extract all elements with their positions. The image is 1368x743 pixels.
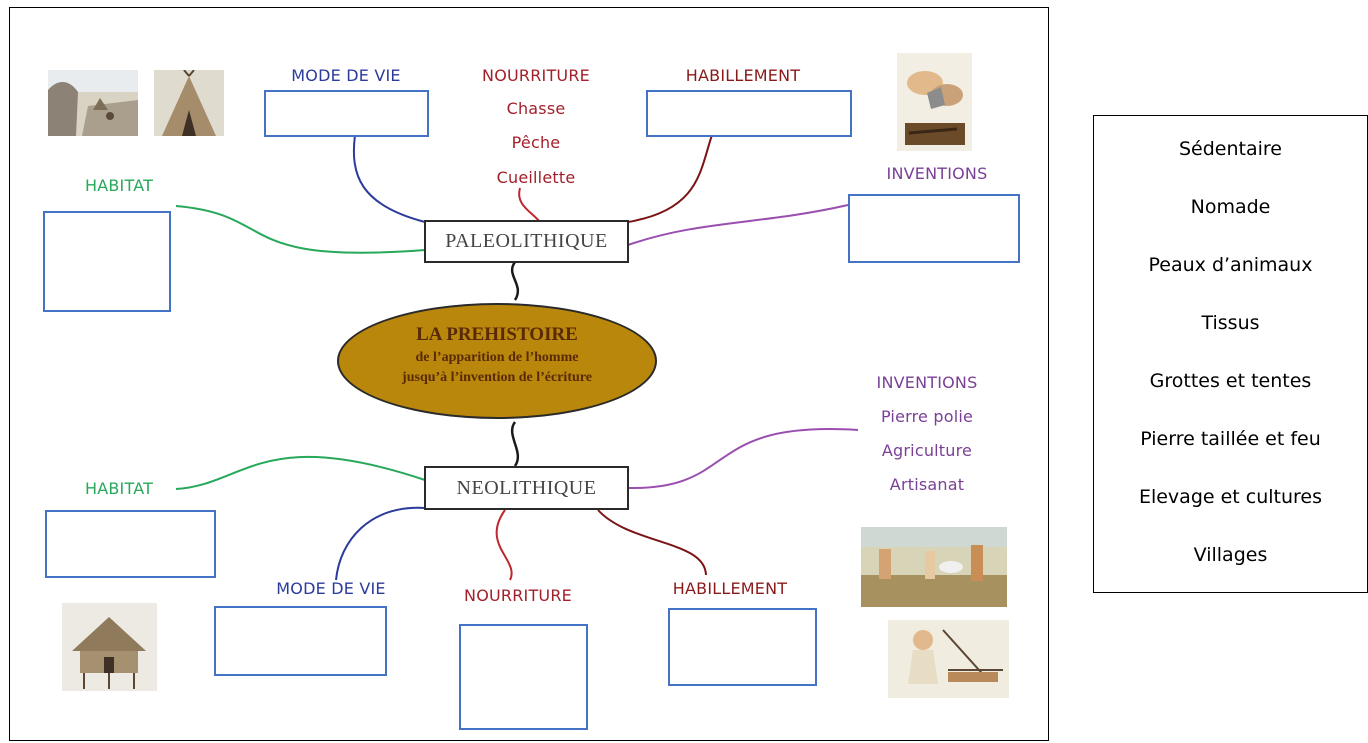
worksheet-frame bbox=[9, 7, 1049, 741]
prehistoire-center-node: LA PREHISTOIRE de l’apparition de l’homm… bbox=[337, 303, 657, 419]
neo-habitat-label: HABITAT bbox=[85, 479, 154, 498]
word-bank-item[interactable]: Sédentaire bbox=[1179, 138, 1282, 160]
paleo-habitat-label: HABITAT bbox=[85, 176, 154, 195]
paleo-habitat-answer-box[interactable] bbox=[43, 211, 171, 312]
word-bank-item[interactable]: Peaux d’animaux bbox=[1148, 254, 1313, 276]
cave-scene-illustration bbox=[48, 70, 138, 136]
paleo-habillement-label: HABILLEMENT bbox=[685, 66, 801, 85]
paleolithique-node: PALEOLITHIQUE bbox=[424, 220, 629, 263]
word-bank-item[interactable]: Villages bbox=[1193, 544, 1268, 566]
word-bank-item[interactable]: Grottes et tentes bbox=[1149, 370, 1312, 392]
paleo-mode-de-vie-label: MODE DE VIE bbox=[291, 66, 401, 85]
neo-mode-de-vie-answer-box[interactable] bbox=[214, 606, 387, 676]
neo-inventions-item: Agriculture bbox=[881, 441, 973, 460]
paleo-habillement-answer-box[interactable] bbox=[646, 90, 852, 137]
paleo-inventions-label: INVENTIONS bbox=[886, 164, 988, 183]
neo-habillement-answer-box[interactable] bbox=[668, 608, 817, 686]
stilt-house-illustration bbox=[62, 603, 157, 691]
word-bank-item[interactable]: Tissus bbox=[1201, 312, 1260, 334]
neo-nourriture-answer-box[interactable] bbox=[459, 624, 588, 730]
center-title: LA PREHISTOIRE bbox=[416, 324, 578, 345]
neo-mode-de-vie-label: MODE DE VIE bbox=[276, 579, 386, 598]
center-subtitle-line2: jusqu’à l’invention de l’écriture bbox=[402, 370, 592, 385]
paleo-nourriture-item: Chasse bbox=[506, 99, 566, 118]
neo-inventions-item: Pierre polie bbox=[880, 407, 974, 426]
paleo-nourriture-item: Cueillette bbox=[496, 168, 576, 187]
word-bank: Sédentaire Nomade Peaux d’animaux Tissus… bbox=[1093, 115, 1368, 593]
paleo-inventions-answer-box[interactable] bbox=[848, 194, 1020, 263]
word-bank-item[interactable]: Nomade bbox=[1190, 196, 1271, 218]
center-subtitle-line1: de l’apparition de l’homme bbox=[415, 350, 579, 365]
paleo-nourriture-item: Pêche bbox=[511, 133, 561, 152]
hands-flint-illustration bbox=[897, 53, 972, 151]
neo-habillement-label: HABILLEMENT bbox=[672, 579, 788, 598]
neo-nourriture-label: NOURRITURE bbox=[464, 586, 572, 605]
word-bank-item[interactable]: Pierre taillée et feu bbox=[1140, 428, 1321, 450]
paleo-mode-de-vie-answer-box[interactable] bbox=[264, 90, 429, 137]
weaving-loom-illustration bbox=[888, 620, 1009, 698]
neolithique-node: NEOLITHIQUE bbox=[424, 466, 629, 510]
neo-inventions-label: INVENTIONS bbox=[876, 373, 978, 392]
word-bank-item[interactable]: Elevage et cultures bbox=[1138, 486, 1323, 508]
tent-illustration bbox=[154, 70, 224, 136]
neo-habitat-answer-box[interactable] bbox=[45, 510, 216, 578]
neo-inventions-item: Artisanat bbox=[889, 475, 965, 494]
paleo-nourriture-label: NOURRITURE bbox=[482, 66, 590, 85]
farming-scene-illustration bbox=[861, 527, 1007, 607]
